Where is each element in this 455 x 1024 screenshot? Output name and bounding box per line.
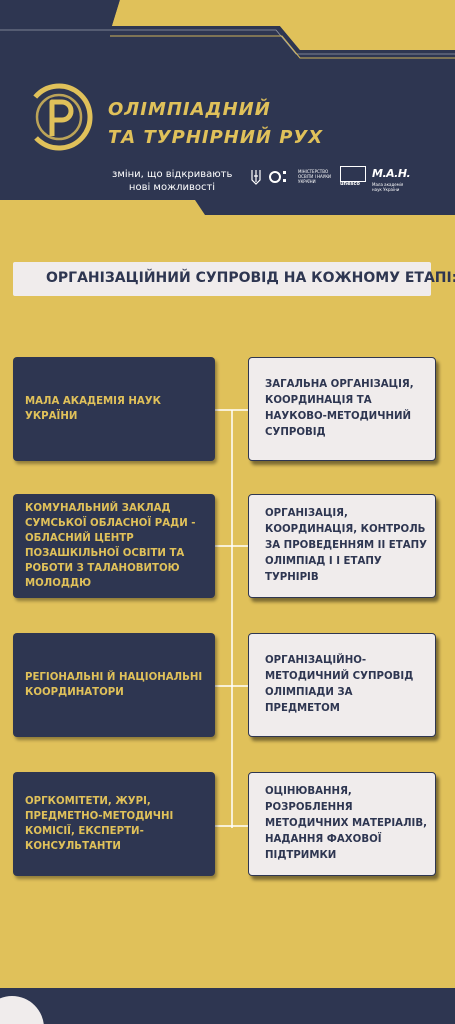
org-name: ОРГКОМІТЕТИ, ЖУРІ, ПРЕДМЕТНО-МЕТОДИЧНІ К… [25, 796, 174, 852]
unesco-label: unesco [340, 181, 360, 187]
title-line-1: ОЛІМПІАДНИЙ [108, 99, 271, 120]
role-card-committees: ОЦІНЮВАННЯ, РОЗРОБЛЕННЯ МЕТОДИЧНИХ МАТЕР… [248, 772, 436, 876]
role-card-regional-center: ОРГАНІЗАЦІЯ, КООРДИНАЦІЯ, КОНТРОЛЬ ЗА ПР… [248, 494, 436, 598]
unesco-logo-icon [340, 166, 366, 182]
slogan-line-2: нові можливості [128, 182, 216, 193]
coat-of-arms-icon [251, 170, 261, 185]
role-description: ОРГАНІЗАЦІЯ, КООРДИНАЦІЯ, КОНТРОЛЬ ЗА ПР… [265, 508, 427, 583]
header-background [0, 0, 455, 215]
org-card-coordinators: РЕГІОНАЛЬНІ Й НАЦІОНАЛЬНІ КООРДИНАТОРИ [13, 633, 215, 737]
org-card-regional-center: КОМУНАЛЬНИЙ ЗАКЛАД СУМСЬКОЇ ОБЛАСНОЇ РАД… [13, 494, 215, 598]
org-card-man: МАЛА АКАДЕМІЯ НАУК УКРАЇНИ [13, 357, 215, 461]
olympiad-logo-icon [25, 83, 93, 151]
role-description: ЗАГАЛЬНА ОРГАНІЗАЦІЯ, КООРДИНАЦІЯ ТА НАУ… [265, 379, 414, 438]
partner-logos: МІНІСТЕРСТВО ОСВІТИ І НАУКИ УКРАЇНИ unes… [250, 164, 450, 192]
footer-band [0, 988, 455, 1024]
org-name: РЕГІОНАЛЬНІ Й НАЦІОНАЛЬНІ КООРДИНАТОРИ [25, 672, 203, 698]
man-logo: М.А.Н. [372, 167, 411, 180]
title-line-2: ТА ТУРНІРНИЙ РУХ [108, 127, 324, 148]
role-description: ОЦІНЮВАННЯ, РОЗРОБЛЕННЯ МЕТОДИЧНИХ МАТЕР… [265, 786, 427, 861]
man-label: Мала академія наук України [372, 182, 404, 192]
org-name: КОМУНАЛЬНИЙ ЗАКЛАД СУМСЬКОЇ ОБЛАСНОЇ РАД… [25, 503, 196, 589]
role-card-man: ЗАГАЛЬНА ОРГАНІЗАЦІЯ, КООРДИНАЦІЯ ТА НАУ… [248, 357, 436, 461]
subtitle-text: ОРГАНІЗАЦІЙНИЙ СУПРОВІД НА КОЖНОМУ ЕТАПІ… [46, 270, 455, 286]
ministry-logo-icon [269, 171, 286, 183]
role-description: ОРГАНІЗАЦІЙНО-МЕТОДИЧНИЙ СУПРОВІД ОЛІМПІ… [265, 655, 414, 714]
slogan-line-1: зміни, що відкривають [112, 169, 233, 180]
role-card-coordinators: ОРГАНІЗАЦІЙНО-МЕТОДИЧНИЙ СУПРОВІД ОЛІМПІ… [248, 633, 436, 737]
subtitle-banner: ОРГАНІЗАЦІЙНИЙ СУПРОВІД НА КОЖНОМУ ЕТАПІ… [13, 262, 455, 296]
org-name: МАЛА АКАДЕМІЯ НАУК УКРАЇНИ [25, 396, 161, 422]
ministry-label: МІНІСТЕРСТВО ОСВІТИ І НАУКИ УКРАЇНИ [298, 169, 332, 184]
header-slogan: зміни, що відкривають нові можливості [112, 168, 232, 194]
header-title: ОЛІМПІАДНИЙ ТА ТУРНІРНИЙ РУХ [108, 96, 323, 152]
org-card-committees: ОРГКОМІТЕТИ, ЖУРІ, ПРЕДМЕТНО-МЕТОДИЧНІ К… [13, 772, 215, 876]
